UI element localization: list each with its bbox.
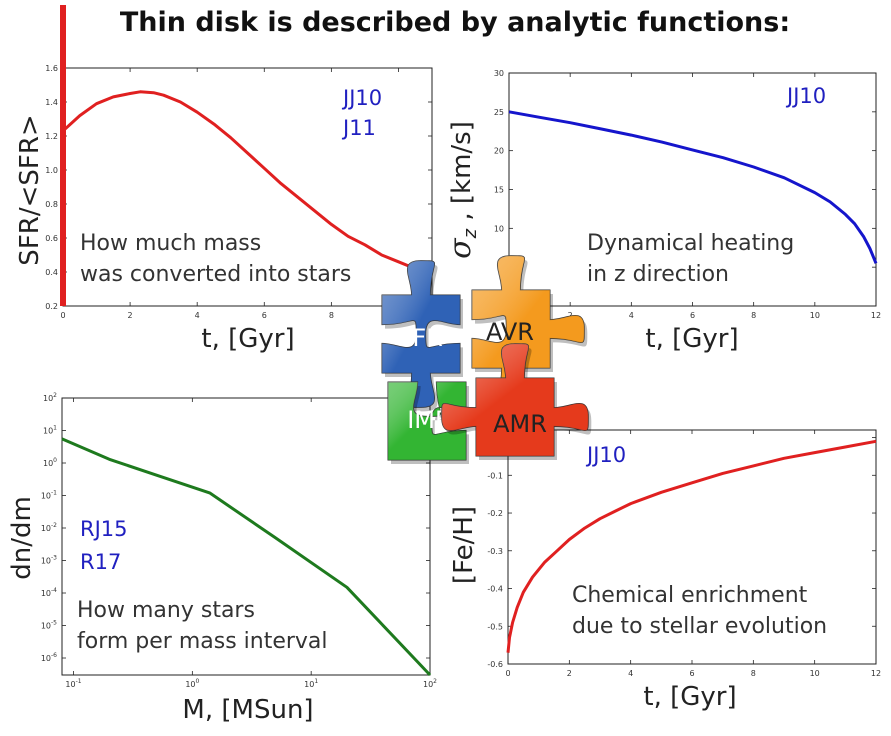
y-tick-label: 25 (494, 108, 504, 117)
avr-chart: 024681012051015202530t, [Gyr]σz , [km/s]… (443, 69, 881, 354)
x-tick-label: 0 (60, 311, 65, 320)
time-marker-bar (60, 5, 66, 306)
reference-label: JJ10 (341, 86, 382, 110)
x-tick-label: 6 (262, 311, 267, 320)
x-tick-label: 10 (810, 311, 820, 320)
x-tick-label: 2 (567, 669, 572, 678)
series-line (506, 439, 877, 653)
chart-annotation: in z direction (587, 262, 729, 287)
y-tick-label: 10-6 (41, 652, 57, 663)
y-tick-label: 10-1 (41, 490, 57, 501)
piece-highlight (472, 255, 585, 403)
plot-frame (61, 397, 431, 676)
y-axis-label: σz , [km/s] (443, 121, 481, 259)
x-axis-label: t, [Gyr] (201, 324, 294, 354)
y-tick-label: 10-4 (41, 587, 57, 598)
y-tick-label: 10-2 (41, 522, 57, 533)
chart-annotation: was converted into stars (80, 262, 351, 287)
chart-annotation: form per mass interval (77, 629, 328, 654)
y-tick-label: 101 (43, 425, 57, 436)
chart-annotation: How much mass (80, 231, 261, 256)
puzzle-piece-sfr: SFR (381, 260, 463, 412)
piece-highlight (382, 260, 460, 408)
chart-annotation: due to stellar evolution (572, 614, 827, 639)
x-tick-label: 102 (423, 678, 437, 689)
y-tick-label: 1.6 (45, 64, 58, 73)
x-axis-label: M, [MSun] (182, 695, 313, 725)
x-tick-label: 2 (568, 311, 573, 320)
x-tick-label: 10-1 (65, 678, 81, 689)
y-tick-label: 100 (43, 457, 57, 468)
x-tick-label: 12 (871, 669, 881, 678)
y-tick-label: 0.4 (45, 268, 58, 277)
puzzle-piece-label: AVR (486, 318, 534, 346)
imf-chart: 10-1 100 101 102 10-6 10-5 10-4 10-3 10-2 10-1 100… (7, 392, 437, 725)
y-tick-label: 102 (43, 392, 57, 403)
y-tick-label: 0.8 (45, 200, 58, 209)
reference-label: JJ10 (785, 84, 826, 108)
y-tick-label: 10-5 (41, 620, 57, 631)
y-tick-label: 1.0 (45, 166, 58, 175)
puzzle-piece-label: AMR (493, 410, 547, 438)
y-tick-label: -0.2 (487, 509, 503, 518)
chart-annotation: Chemical enrichment (572, 583, 808, 608)
sfr-chart: 02468100.20.40.60.81.01.21.41.6t, [Gyr]S… (15, 5, 433, 354)
puzzle-piece-avr: AVR (471, 255, 588, 407)
y-tick-label: 30 (494, 69, 504, 78)
y-axis-label: [Fe/H] (449, 506, 479, 584)
chart-annotation: Dynamical heating (587, 231, 794, 256)
x-tick-label: 8 (751, 311, 756, 320)
series-line (61, 437, 432, 677)
x-tick-label: 101 (304, 678, 318, 689)
y-axis-label: dn/dm (7, 496, 37, 580)
reference-label: J11 (341, 116, 376, 140)
y-tick-label: -0.1 (487, 471, 503, 480)
reference-label: RJ15 (80, 517, 128, 541)
series-line (508, 110, 878, 264)
x-tick-label: 12 (871, 311, 881, 320)
y-tick-label: 0.2 (45, 302, 58, 311)
x-tick-label: 6 (689, 669, 694, 678)
y-tick-label: 20 (494, 147, 504, 156)
slide-title: Thin disk is described by analytic funct… (120, 7, 790, 38)
x-tick-label: 6 (690, 311, 695, 320)
x-tick-label: 100 (185, 678, 199, 689)
puzzle-piece-amr: AMR (441, 343, 592, 460)
y-tick-label: -0.5 (487, 622, 503, 631)
chart-annotation: How many stars (77, 598, 255, 623)
reference-label: JJ10 (585, 443, 626, 467)
x-tick-label: 2 (128, 311, 133, 320)
y-tick-label: -0.4 (487, 585, 503, 594)
y-tick-label: 10-3 (41, 555, 57, 566)
series-line (61, 90, 433, 276)
x-tick-label: 10 (810, 669, 820, 678)
y-tick-label: 1.4 (45, 98, 58, 107)
y-tick-label: 0.6 (45, 234, 58, 243)
x-axis-label: t, [Gyr] (645, 324, 738, 354)
x-tick-label: 0 (505, 669, 510, 678)
y-tick-label: 15 (494, 186, 504, 195)
x-tick-label: 8 (329, 311, 334, 320)
puzzle-piece-label: SFR (397, 324, 443, 352)
y-tick-label: 1.2 (45, 132, 58, 141)
x-tick-label: 4 (628, 669, 633, 678)
piece-highlight (441, 343, 589, 456)
reference-label: R17 (80, 550, 121, 574)
y-tick-label: -0.3 (487, 547, 503, 556)
x-tick-label: 4 (195, 311, 200, 320)
x-tick-label: 4 (629, 311, 634, 320)
y-tick-label: 10 (494, 224, 504, 233)
y-tick-label: -0.6 (487, 660, 503, 669)
x-tick-label: 8 (751, 669, 756, 678)
x-axis-label: t, [Gyr] (643, 682, 736, 712)
y-axis-label: SFR/<SFR> (15, 114, 45, 265)
piece-highlight (388, 382, 466, 460)
